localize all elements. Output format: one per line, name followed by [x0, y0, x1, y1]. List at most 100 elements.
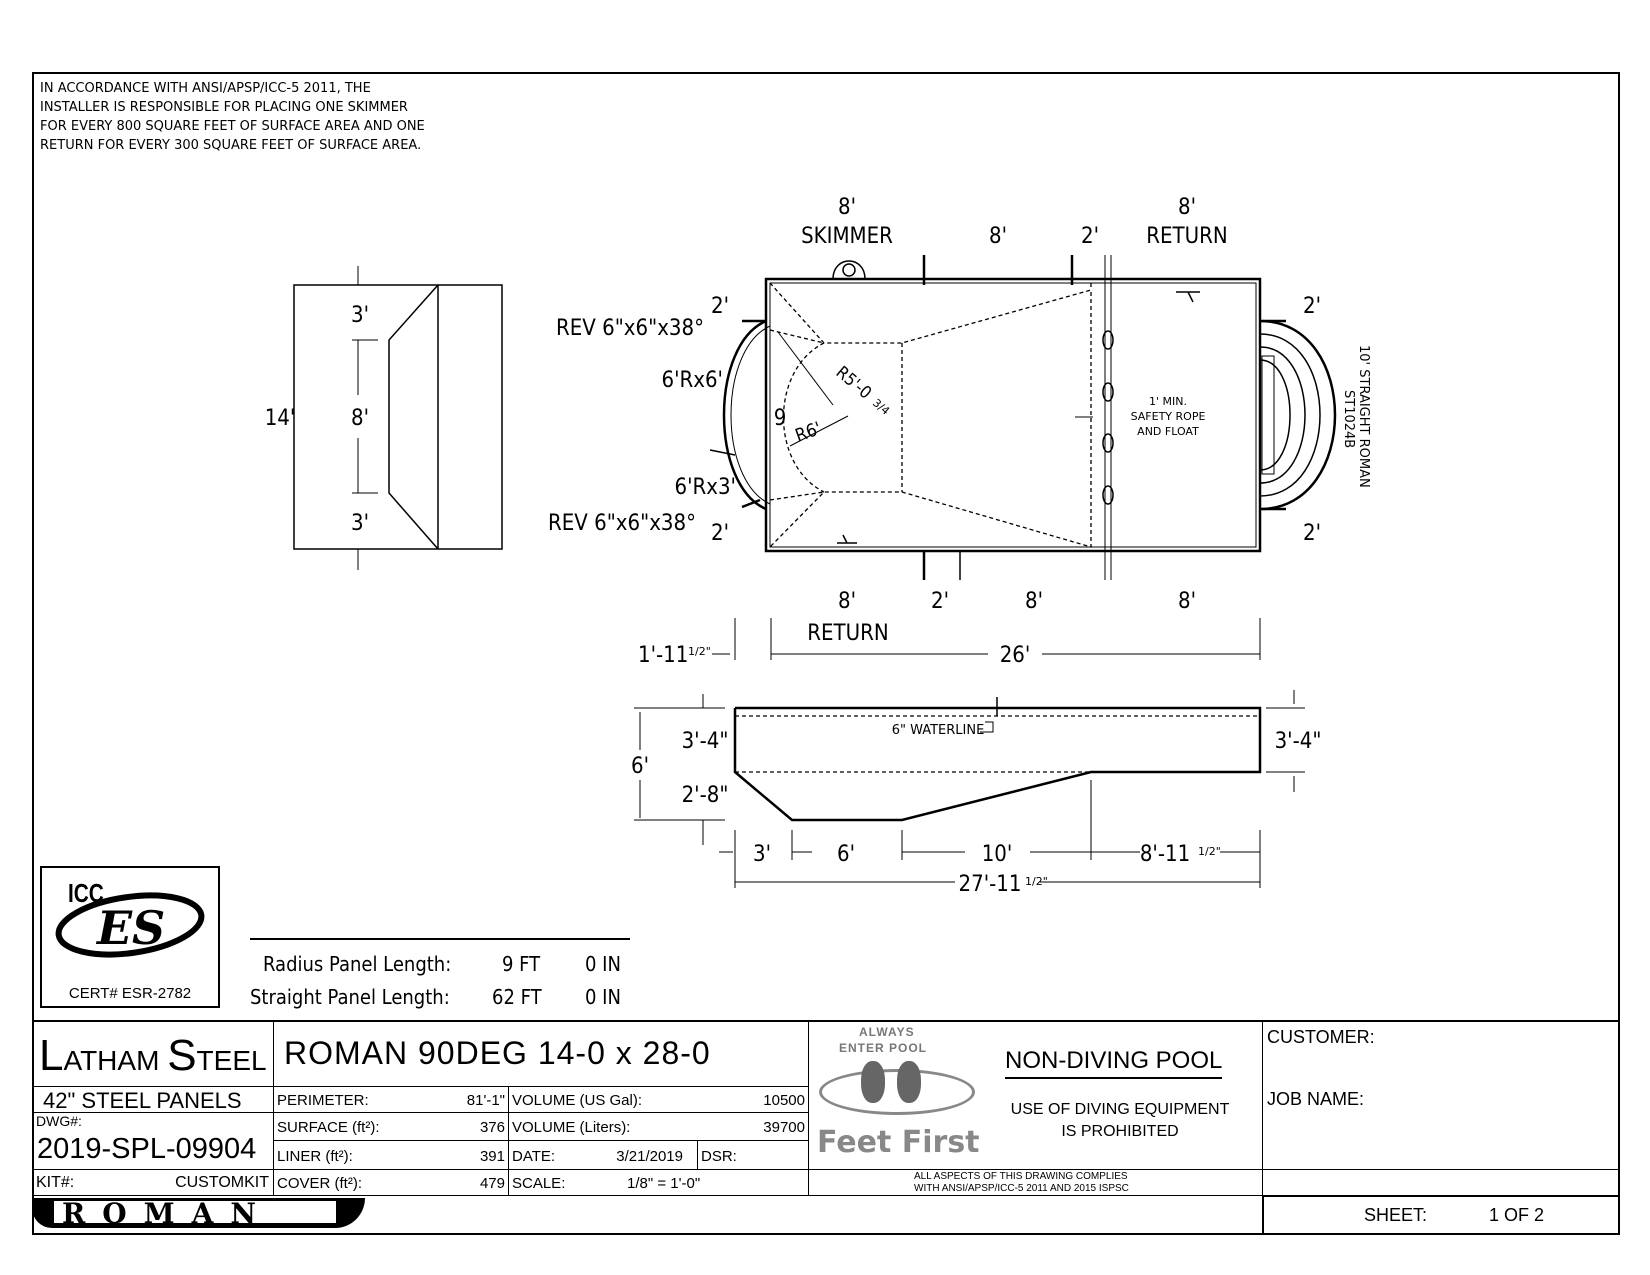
- roman-logo-text: ROMAN: [62, 1197, 273, 1230]
- note-line: FOR EVERY 800 SQUARE FEET OF SURFACE ARE…: [40, 119, 425, 134]
- straight-panel-in: 0 IN: [585, 985, 621, 1009]
- bottom-dim-1: 8': [838, 589, 856, 614]
- cert-number: CERT# ESR-2782: [68, 985, 192, 1002]
- always-bottom: ENTER POOL: [839, 1041, 928, 1055]
- right-corner-top: 2': [1303, 294, 1321, 319]
- end-view: 14' 3' 8' 3': [265, 266, 503, 570]
- vol-gal-label: VOLUME (US Gal):: [512, 1092, 643, 1109]
- dwg-cell: DWG#: 2019-SPL-09904: [32, 1112, 274, 1170]
- section-seg-1: 3': [753, 842, 771, 867]
- icc-logo-box: ICC CERT# ESR-2782: [40, 866, 220, 1008]
- es-mark: ES: [95, 901, 165, 955]
- sheet-spacer: [1262, 1169, 1620, 1196]
- section-seg-4: 8'-11: [1140, 842, 1190, 867]
- warning-line-2: IS PROHIBITED: [1061, 1123, 1179, 1140]
- warning-line-1: USE OF DIVING EQUIPMENT: [1010, 1101, 1230, 1118]
- rope-line-3: AND FLOAT: [1137, 425, 1199, 438]
- left-corner-top: 2': [711, 294, 729, 319]
- dwg-label: DWG#:: [36, 1113, 82, 1129]
- radius-panel-ft: 9 FT: [502, 952, 541, 976]
- section-overall: 27'-11: [959, 872, 1022, 897]
- dsr-cell: DSR:: [697, 1140, 809, 1170]
- model-name: ROMAN 90DEG 14-0 x 28-0: [284, 1035, 711, 1071]
- date-label: DATE:: [512, 1148, 556, 1165]
- vol-l-label: VOLUME (Liters):: [512, 1119, 631, 1136]
- note-line: INSTALLER IS RESPONSIBLE FOR PLACING ONE…: [40, 100, 408, 115]
- liner-value: 391: [479, 1148, 505, 1165]
- left-corner-bottom: 2': [711, 521, 729, 546]
- sheet-label: SHEET:: [1364, 1205, 1428, 1225]
- surface-value: 376: [479, 1119, 505, 1136]
- end-view-outline: [293, 284, 503, 550]
- kit-cell: KIT#: CUSTOMKIT: [32, 1169, 274, 1196]
- overall-width-dim: 26': [1000, 643, 1031, 668]
- skimmer-label: SKIMMER: [801, 224, 893, 249]
- kit-label: KIT#:: [36, 1174, 75, 1191]
- r6-label: R6': [793, 418, 825, 447]
- vol-gal-cell: VOLUME (US Gal): 10500: [508, 1086, 809, 1113]
- plan-view: 8' SKIMMER 8' 2' 8' RETURN 2' 2' 2' 2' R…: [548, 195, 1371, 668]
- top-dim-4: 8': [1178, 195, 1196, 220]
- date-value: 3/21/2019: [616, 1148, 683, 1165]
- title-block: LATHAM STEEL 42" STEEL PANELS DWG#: 2019…: [32, 1020, 1620, 1235]
- return-bottom-label: RETURN: [807, 621, 888, 646]
- bottom-dim-2: 2': [931, 589, 949, 614]
- compliance-cell: ALL ASPECTS OF THIS DRAWING COMPLIES WIT…: [808, 1169, 1263, 1196]
- non-diving-label: NON-DIVING POOL: [1005, 1047, 1223, 1079]
- warning-cell: ALWAYS ENTER POOL Feet First NON-DIVING …: [808, 1020, 1263, 1170]
- right-corner-bottom: 2': [1303, 521, 1321, 546]
- brand-name: LATHAM STEEL: [39, 1031, 267, 1080]
- tm-mark: ™: [196, 909, 204, 918]
- drawing-frame: [32, 72, 1620, 1235]
- radius-bottom-label: 6'Rx3': [674, 475, 736, 500]
- radius-panel-label: Radius Panel Length:: [263, 952, 452, 976]
- pool-outline: [764, 277, 1262, 553]
- note-line: IN ACCORDANCE WITH ANSI/APSP/ICC-5 2011,…: [40, 81, 371, 96]
- kit-value: CUSTOMKIT: [175, 1174, 269, 1191]
- section-outline: [733, 706, 1262, 822]
- vol-l-cell: VOLUME (Liters): 39700: [508, 1112, 809, 1141]
- section-view: 6" WATERLINE 6' 3'-4" 2'-8" 3'-4" 3' 6' …: [631, 690, 1321, 897]
- scale-cell: SCALE: 1/8" = 1'-0": [508, 1169, 809, 1196]
- return-top-label: RETURN: [1146, 224, 1227, 249]
- cover-cell: COVER (ft²): 479: [273, 1169, 509, 1196]
- offset-frac: 1/2": [688, 645, 711, 658]
- straight-panel-ft: 62 FT: [492, 985, 542, 1009]
- section-seg-3: 10': [982, 842, 1013, 867]
- waterline-label: 6" WATERLINE: [892, 723, 985, 738]
- radius-top-label: 6'Rx6': [661, 368, 723, 393]
- cover-value: 479: [479, 1175, 505, 1192]
- r5-label: R5'-0: [832, 363, 875, 404]
- perimeter-value: 81'-1": [466, 1092, 505, 1109]
- panels-cell: 42" STEEL PANELS: [32, 1086, 274, 1113]
- scale-label: SCALE:: [512, 1175, 566, 1192]
- compliance-line-1: ALL ASPECTS OF THIS DRAWING COMPLIES: [914, 1171, 1128, 1182]
- sheet-value: 1 OF 2: [1489, 1205, 1545, 1225]
- liner-cell: LINER (ft²): 391: [273, 1140, 509, 1170]
- section-seg-2: 6': [837, 842, 855, 867]
- rev-bottom-label: REV 6"x6"x38°: [548, 511, 696, 536]
- vol-l-value: 39700: [763, 1119, 805, 1136]
- section-overall-frac: 1/2": [1025, 875, 1048, 888]
- dwg-number: 2019-SPL-09904: [37, 1133, 257, 1165]
- left-foot-icon: [861, 1061, 885, 1103]
- feet-logo-ring: [819, 1069, 975, 1115]
- radius-panel-in: 0 IN: [585, 952, 621, 976]
- end-bottom-dim: 3': [351, 511, 369, 536]
- liner-label: LINER (ft²):: [277, 1148, 353, 1165]
- shallow-depth: 3'-4": [682, 729, 729, 754]
- icc-es-mark: ES ™: [55, 892, 205, 958]
- date-cell: DATE: 3/21/2019: [508, 1140, 698, 1170]
- roman-step: [1259, 319, 1337, 511]
- feet-first-logo: Feet First: [817, 1125, 980, 1160]
- brand-cell: LATHAM STEEL: [32, 1020, 274, 1087]
- right-depth: 3'-4": [1275, 729, 1322, 754]
- model-cell: ROMAN 90DEG 14-0 x 28-0: [273, 1020, 809, 1087]
- offset-dim: 1'-11: [638, 643, 688, 668]
- cover-label: COVER (ft²):: [277, 1175, 362, 1192]
- perimeter-cell: PERIMETER: 81'-1": [273, 1086, 509, 1113]
- rope-line-1: 1' MIN.: [1149, 395, 1187, 408]
- rev-top-label: REV 6"x6"x38°: [556, 316, 704, 341]
- job-name-label: JOB NAME:: [1267, 1089, 1365, 1109]
